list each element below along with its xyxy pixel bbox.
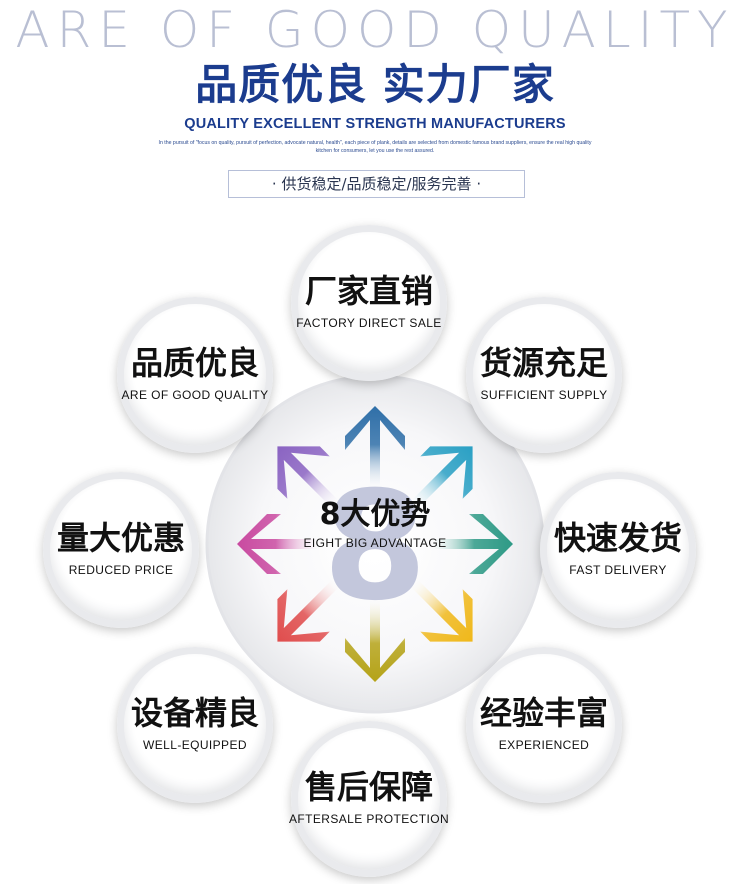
advantage-title: 量大优惠 [56, 519, 185, 557]
advantage-subtitle: EXPERIENCED [498, 738, 590, 752]
advantage-subtitle: AFTERSALE PROTECTION [288, 812, 450, 826]
center-subtitle: EIGHT BIG ADVANTAGE [303, 536, 447, 550]
arrow-up-left [277, 446, 342, 511]
chinese-title: 品质优良 实力厂家 [195, 60, 555, 109]
advantage-title: 厂家直销 [304, 272, 433, 310]
advantage-title: 设备精良 [130, 694, 259, 732]
advantage-reduced-price: 量大优惠 REDUCED PRICE [43, 472, 199, 628]
arrows-graphic: 8 [205, 374, 545, 714]
arrow-up [345, 406, 405, 492]
center-glow [310, 479, 440, 609]
center-label: 8大优势 EIGHT BIG ADVANTAGE [275, 497, 475, 551]
arrow-down-right [408, 577, 473, 642]
advantage-fast-delivery: 快速发货 FAST DELIVERY [540, 472, 696, 628]
description-text: In the pursuit of "focus on quality, pur… [158, 140, 592, 154]
tagline-box: · 供货稳定/品质稳定/服务完善 · [228, 170, 525, 198]
advantage-title: 品质优良 [130, 344, 259, 382]
arrow-down-left [277, 577, 342, 642]
advantage-subtitle: SUFFICIENT SUPPLY [480, 388, 608, 402]
arrow-down [345, 596, 405, 682]
advantage-title: 货源充足 [479, 344, 608, 382]
arrow-right [427, 514, 513, 574]
advantage-aftersale: 售后保障 AFTERSALE PROTECTION [289, 721, 449, 877]
arrow-up-right [408, 446, 473, 511]
hero-title: ARE OF GOOD QUALITY [15, 1, 735, 59]
advantage-subtitle: FACTORY DIRECT SALE [296, 316, 442, 330]
advantage-good-quality: 品质优良 ARE OF GOOD QUALITY [117, 297, 273, 453]
center-title: 8大优势 [319, 497, 431, 532]
advantage-title: 售后保障 [304, 768, 433, 806]
advantage-experienced: 经验丰富 EXPERIENCED [466, 647, 622, 803]
advantage-well-equipped: 设备精良 WELL-EQUIPPED [117, 647, 273, 803]
advantage-subtitle: ARE OF GOOD QUALITY [121, 388, 269, 402]
advantages-diagram: 8 8大优势 EIGHT BIG ADVANTAGE 厂家直销 FACTORY … [0, 210, 750, 884]
advantage-subtitle: REDUCED PRICE [68, 563, 174, 577]
center-big-number: 8 [323, 460, 427, 634]
advantage-title: 经验丰富 [479, 694, 608, 732]
arrow-left [237, 514, 323, 574]
advantage-title: 快速发货 [553, 519, 682, 557]
advantage-sufficient-supply: 货源充足 SUFFICIENT SUPPLY [466, 297, 622, 453]
advantage-factory-direct: 厂家直销 FACTORY DIRECT SALE [291, 225, 447, 381]
advantage-subtitle: WELL-EQUIPPED [143, 738, 247, 752]
advantage-subtitle: FAST DELIVERY [569, 563, 667, 577]
english-subtitle: QUALITY EXCELLENT STRENGTH MANUFACTURERS [184, 116, 566, 132]
